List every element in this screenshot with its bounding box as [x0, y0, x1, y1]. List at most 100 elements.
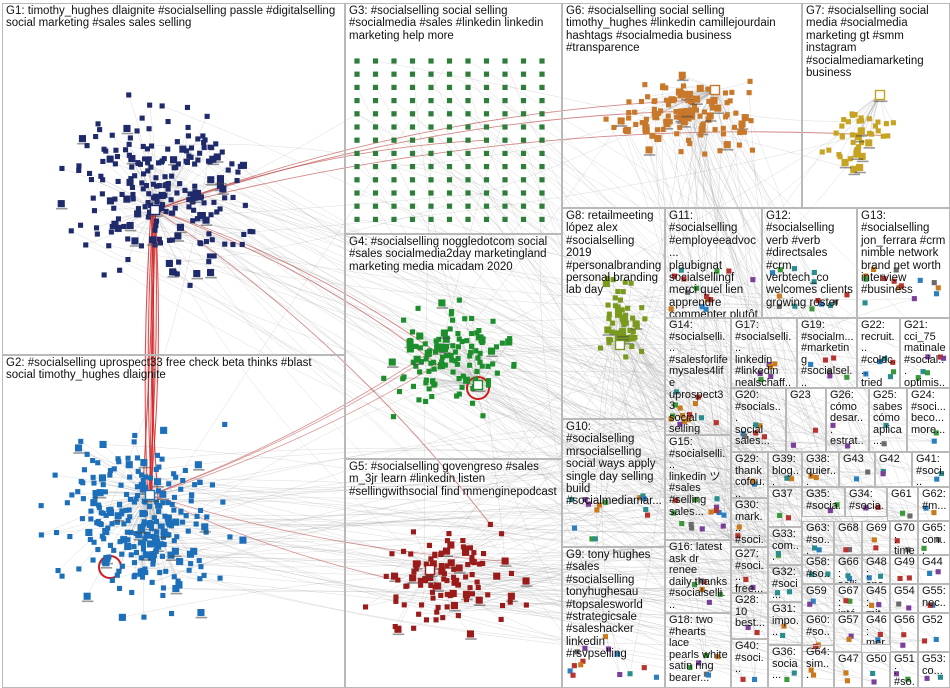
edge — [750, 120, 834, 359]
g2-node — [160, 426, 168, 434]
g1-node — [115, 216, 121, 222]
edge — [155, 177, 709, 676]
g2-node — [189, 492, 195, 499]
edge — [424, 153, 432, 579]
g1-node — [162, 174, 168, 180]
edge — [149, 211, 157, 496]
node-label-mark — [854, 171, 866, 174]
g4-node — [423, 380, 429, 386]
g6-node — [701, 109, 708, 115]
group-label-g37: G37 — [772, 488, 793, 500]
g3-node — [428, 150, 434, 157]
node-label-mark — [411, 363, 424, 366]
edge — [110, 200, 903, 646]
g2-node — [118, 613, 126, 621]
g1-node — [93, 134, 99, 140]
g2-node — [81, 467, 87, 473]
edge — [149, 494, 223, 503]
g6-node — [736, 142, 742, 148]
g1-node — [149, 143, 155, 149]
g2-node — [131, 574, 137, 580]
g2-node — [141, 614, 147, 620]
g3-node — [391, 150, 397, 157]
node-label-mark — [873, 100, 888, 103]
node-label-mark — [691, 103, 703, 105]
g3-node — [354, 98, 360, 104]
g1-node — [137, 161, 143, 167]
edge — [430, 100, 758, 633]
group-label-g50: G50 — [866, 653, 887, 665]
edge — [418, 549, 846, 615]
g6-node — [665, 113, 671, 119]
g1-node — [162, 183, 168, 189]
g3-node — [409, 164, 416, 170]
edge — [365, 545, 925, 608]
g3-node — [502, 124, 508, 130]
g4-node — [476, 327, 482, 334]
g6-node — [671, 97, 678, 103]
g2-node — [87, 536, 93, 543]
g2-node — [197, 479, 203, 486]
edge — [668, 104, 754, 588]
g2-node — [147, 503, 153, 510]
edge — [173, 473, 934, 533]
g4-node — [459, 384, 465, 390]
g2-node — [160, 592, 166, 599]
g5-node — [480, 560, 486, 567]
group-label-g5: G5: #socialselling govengreso #sales m_3… — [349, 461, 557, 498]
g2-node — [197, 608, 205, 617]
edge — [471, 333, 847, 674]
g7-node — [857, 127, 865, 135]
g2-node — [69, 492, 75, 498]
edge — [93, 477, 903, 514]
g3-node — [409, 84, 416, 90]
g1-node — [150, 181, 156, 187]
g1-node — [201, 200, 207, 206]
g4-node — [422, 341, 428, 347]
g2-node — [166, 481, 172, 487]
node-label-mark — [129, 245, 142, 247]
edge — [426, 379, 846, 601]
g4-node — [429, 393, 435, 400]
g5-node — [449, 592, 455, 598]
g2-node — [159, 553, 165, 559]
g6-node — [651, 106, 657, 112]
g3-node — [483, 203, 490, 209]
g3-node — [391, 84, 397, 90]
edge — [81, 481, 875, 683]
g3-node — [409, 98, 416, 104]
g6-node — [706, 98, 712, 104]
group-label-g38: G38: quier... — [806, 453, 836, 487]
edge — [688, 132, 745, 420]
g4-node — [433, 338, 439, 344]
g1-node — [101, 146, 107, 152]
node-label-mark — [170, 555, 182, 558]
g4-node — [442, 362, 448, 368]
g1-node — [129, 164, 135, 170]
edge — [156, 415, 673, 503]
node-label-mark — [205, 184, 217, 186]
edge — [451, 588, 778, 595]
edge — [134, 497, 640, 563]
g2-node — [178, 486, 184, 492]
g4-node — [477, 359, 483, 365]
g6-node — [678, 149, 684, 155]
g4-node — [485, 382, 491, 388]
g2-node — [90, 474, 96, 480]
g4-node — [430, 359, 437, 365]
g2-node — [90, 557, 96, 563]
g3-node — [428, 84, 434, 90]
edge — [152, 483, 755, 583]
g2-node — [182, 467, 188, 474]
edge — [252, 231, 814, 602]
group-box-g50: G50 — [862, 652, 890, 688]
g2-node — [53, 529, 60, 536]
g1-node — [146, 156, 152, 162]
g8-node — [622, 317, 629, 323]
group-label-g42: G42 — [879, 453, 900, 465]
g3-node — [446, 203, 453, 209]
g6-node — [660, 83, 666, 89]
group-box-g10: G10: #socialselling mrsocialselling soci… — [562, 419, 665, 547]
g4-node — [467, 353, 473, 359]
